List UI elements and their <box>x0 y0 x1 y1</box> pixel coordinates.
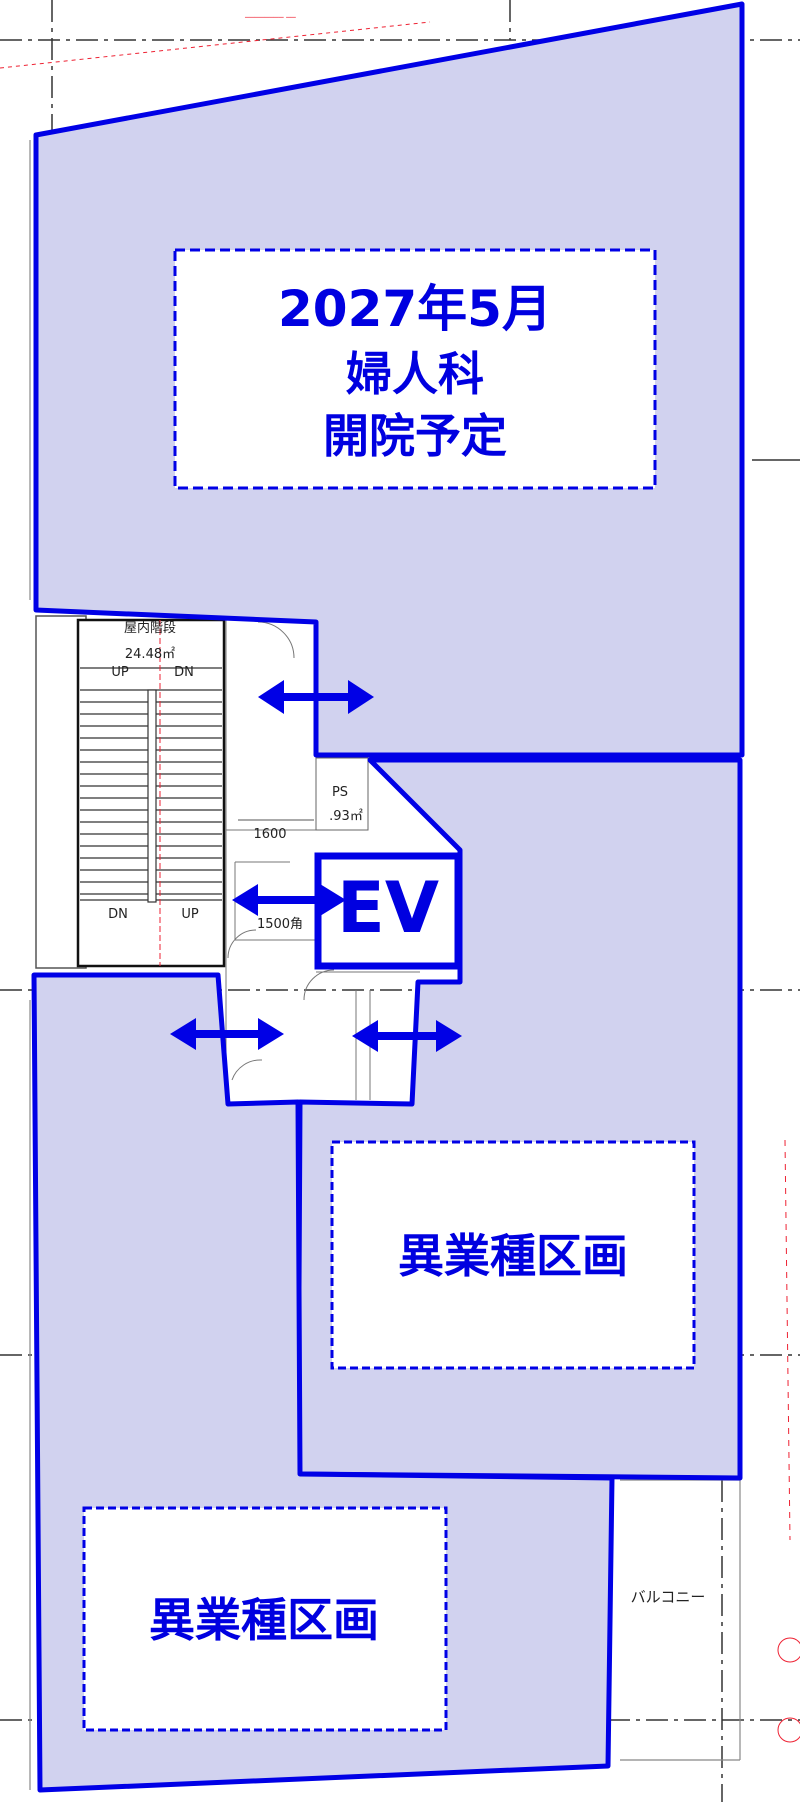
ev-label: EV <box>337 867 439 949</box>
top-zone-line2: 婦人科 <box>346 347 484 401</box>
top-zone-line1: 2027年5月 <box>278 280 552 338</box>
arrow-top-access <box>258 680 374 714</box>
middle-zone-label-box <box>330 1140 696 1370</box>
stair-up-top: UP <box>111 665 129 680</box>
stair-treads <box>80 667 222 903</box>
stair-core: 屋内階段 24.48㎡ UP DN DN UP PS .93㎡ 1600 150… <box>35 615 420 1100</box>
middle-zone-label: 異業種区画 <box>398 1229 628 1283</box>
ps-label: PS <box>332 785 348 800</box>
arrow-bottom-left-access <box>170 1018 284 1050</box>
ev-box <box>314 852 462 970</box>
red-dimension-lines <box>0 21 800 1743</box>
ps-box <box>315 757 369 831</box>
building-outline <box>29 140 741 1790</box>
stair-up-bottom: UP <box>181 907 199 922</box>
red-dimension-note: ──────── ── <box>244 13 296 22</box>
balcony-label: バルコニー <box>631 1588 706 1606</box>
top-zone-label-box <box>173 248 657 490</box>
corridor-width: 1600 <box>253 827 286 842</box>
bottom-zone-label: 異業種区画 <box>149 1593 379 1647</box>
bottom-zone-label-box <box>82 1506 448 1732</box>
access-arrows <box>170 680 462 1052</box>
stair-dn-top: DN <box>174 665 194 680</box>
stair-area: 24.48㎡ <box>125 647 175 662</box>
stair-dn-bottom: DN <box>108 907 128 922</box>
arrow-middle-access <box>352 1020 462 1052</box>
stair-title: 屋内階段 <box>124 620 176 636</box>
top-zone-line3: 開院予定 <box>323 409 507 463</box>
ev-size: 1500角 <box>257 917 303 932</box>
ps-area: .93㎡ <box>329 809 363 824</box>
arrow-ev-access <box>232 884 346 916</box>
